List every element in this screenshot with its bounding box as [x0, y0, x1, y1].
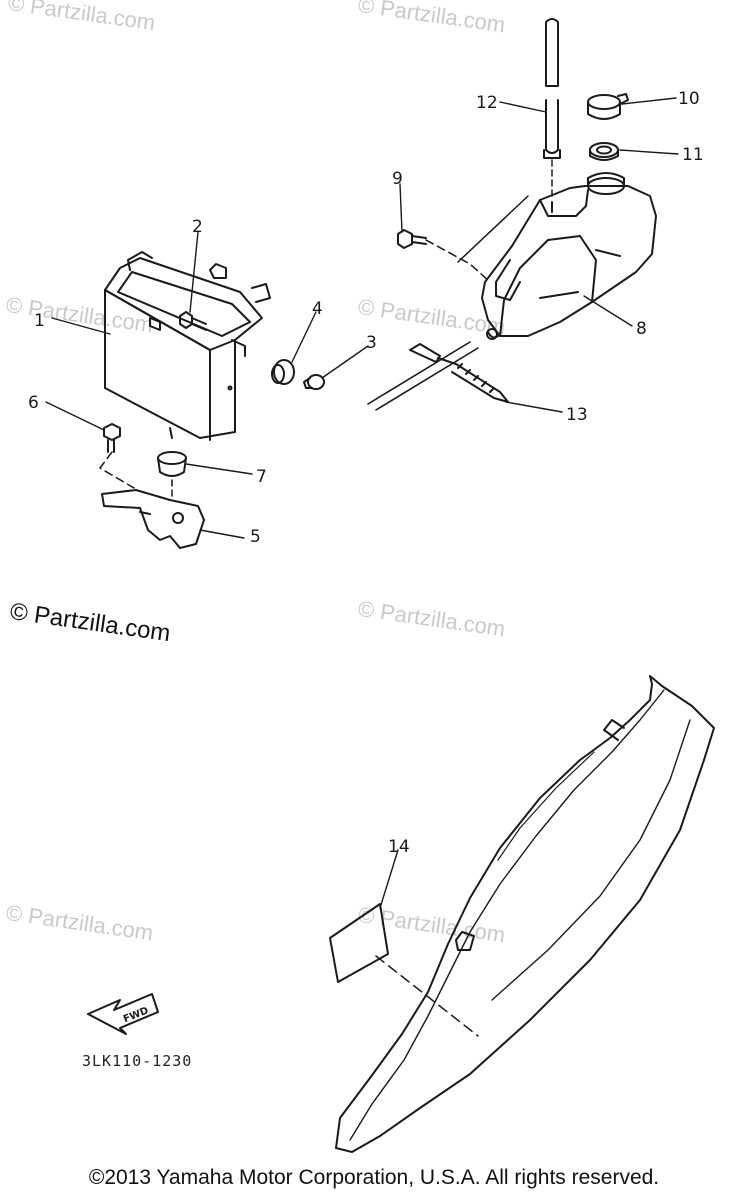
bolt-9	[397, 229, 427, 249]
callout-8: 8	[636, 319, 647, 339]
callout-5: 5	[250, 527, 261, 547]
callout-13: 13	[566, 405, 588, 425]
cap-10	[587, 93, 629, 120]
grommet-7	[157, 451, 187, 477]
callout-11: 11	[682, 145, 704, 165]
callout-1: 1	[34, 311, 45, 331]
side-cover	[335, 675, 715, 1153]
battery-box	[104, 251, 271, 441]
callout-6: 6	[28, 393, 39, 413]
fwd-arrow-icon	[87, 993, 159, 1035]
pipe-12	[543, 18, 561, 159]
callout-3: 3	[366, 333, 377, 353]
callout-7: 7	[256, 467, 267, 487]
drawing-code: 3LK110-1230	[82, 1052, 193, 1070]
copyright-notice: ©2013 Yamaha Motor Corporation, U.S.A. A…	[88, 1166, 660, 1189]
label-plate-14	[329, 903, 389, 983]
callout-10: 10	[678, 89, 700, 109]
hose-band-13	[367, 341, 509, 411]
fwd-label: FWD	[122, 1005, 150, 1025]
callout-4: 4	[312, 299, 323, 319]
oil-tank	[481, 172, 657, 340]
callout-14: 14	[388, 837, 410, 857]
bolt-6	[103, 423, 121, 453]
bracket-5	[101, 489, 205, 549]
leader-lines	[45, 97, 679, 909]
callout-labels: 1 2 3 4 5 6 7 8 9 10 11 12 13 14	[28, 89, 704, 857]
collar-3	[303, 374, 325, 390]
callout-2: 2	[192, 217, 203, 237]
seal-11	[589, 142, 619, 161]
grommet-4	[271, 359, 295, 385]
callout-12: 12	[476, 93, 498, 113]
bolt-2	[179, 311, 207, 331]
callout-9: 9	[392, 169, 403, 189]
